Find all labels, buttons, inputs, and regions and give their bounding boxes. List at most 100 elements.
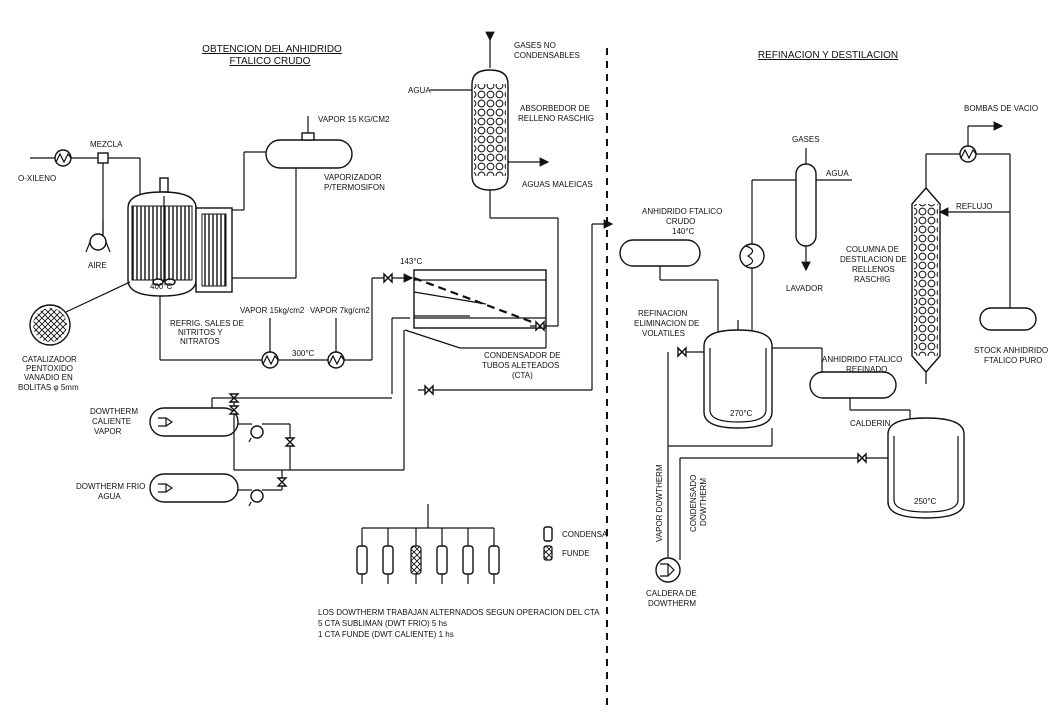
label-bombas-vacio: BOMBAS DE VACIO [964, 104, 1038, 113]
crude-tank [619, 239, 719, 334]
legend-condensa-swatch [543, 526, 553, 542]
note-line-1: LOS DOWTHERM TRABAJAN ALTERNADOS SEGUN O… [318, 608, 600, 617]
label-vaporizador-1: VAPORIZADOR [324, 173, 382, 182]
label-crudo-3: 140°C [672, 227, 695, 236]
pump-cold-icon [248, 489, 264, 507]
right-title: REFINACION Y DESTILACION [758, 50, 898, 61]
valve-dowtherm-1-icon [228, 393, 240, 403]
cta-bank [356, 504, 500, 584]
valve-calderin-icon [857, 452, 867, 464]
label-gases: GASES [792, 135, 820, 144]
label-refinado-1: ANHIDRIDO FTALICO [822, 355, 902, 364]
label-agua-top: AGUA [408, 86, 431, 95]
label-refinacion-1: REFINACION [638, 309, 688, 318]
label-catalizador-3: VANADIO EN [24, 373, 73, 382]
valve-refining-icon [677, 346, 687, 358]
label-dowtherm-cal-1: DOWTHERM [90, 407, 138, 416]
label-condensado-1: CONDENSADO [689, 475, 698, 532]
catalyst-detail [29, 281, 131, 346]
dowtherm-cold-tank [149, 473, 239, 503]
label-columna-2: DESTILACION DE [840, 255, 907, 264]
label-stock-2: FTALICO PURO [984, 356, 1043, 365]
label-dowtherm-cal-2: CALIENTE [92, 417, 131, 426]
label-aire: AIRE [88, 261, 107, 270]
label-columna-1: COLUMNA DE [846, 245, 899, 254]
label-catalizador-1: CATALIZADOR [22, 355, 77, 364]
valve-dowtherm-3-icon [284, 437, 296, 447]
label-refrig-2: NITRITOS Y [178, 328, 223, 337]
label-crudo-1: ANHIDRIDO FTALICO [642, 207, 722, 216]
calderin-vessel [887, 417, 965, 519]
label-gases-no-2: CONDENSABLES [514, 51, 580, 60]
legend-condensa-label: CONDENSA [562, 530, 608, 539]
dowtherm-boiler-icon [655, 557, 681, 583]
label-mezcla: MEZCLA [90, 140, 123, 149]
label-catalizador-4: BOLITAS φ 5mm [18, 383, 79, 392]
label-refrig-1: REFRIG. SALES DE [170, 319, 244, 328]
reactor-outlet-line [159, 273, 414, 361]
label-refinacion-2: ELIMINACION DE [634, 319, 699, 328]
absorber-column [430, 31, 550, 191]
cta-outlet-line [391, 190, 614, 394]
label-stock-1: STOCK ANHIDRIDO [974, 346, 1048, 355]
valve-cta-outlet-icon [535, 320, 545, 332]
exchanger-2-icon [327, 351, 345, 369]
valve-cta-bottom-icon [424, 384, 434, 396]
oxileno-feed [30, 157, 141, 240]
label-crudo-2: CRUDO [666, 217, 695, 226]
label-condensador-3: (CTA) [512, 371, 533, 380]
label-absorbedor-2: RELLENO RASCHIG [518, 114, 594, 123]
label-condensador-1: CONDENSADOR DE [484, 351, 560, 360]
label-vapor-7kg: VAPOR 7kg/cm2 [310, 306, 370, 315]
vacuum-exchanger-icon [959, 145, 977, 163]
label-reflujo: REFLUJO [956, 202, 992, 211]
left-title-1: OBTENCION DEL ANHIDRIDO [202, 44, 342, 55]
label-agua-right: AGUA [826, 169, 849, 178]
label-oxileno: O-XILENO [18, 174, 56, 183]
exchanger-1-icon [261, 351, 279, 369]
pump-hot-icon [248, 425, 264, 443]
cta-condenser [413, 269, 547, 329]
legend-funde-swatch [543, 545, 553, 561]
label-condensado-2: DOWTHERM [699, 478, 708, 526]
label-catalizador-2: PENTOXIDO [26, 364, 73, 373]
label-caldera-1: CALDERA DE [646, 589, 697, 598]
label-temp-270: 270°C [730, 409, 753, 418]
label-aguas-maleicas: AGUAS MALEICAS [522, 180, 593, 189]
reactor [127, 177, 233, 297]
label-dowtherm-cal-3: VAPOR [94, 427, 122, 436]
label-vapor-15kg: VAPOR 15kg/cm2 [240, 306, 305, 315]
dowtherm-piping [211, 330, 405, 491]
note-line-3: 1 CTA FUNDE (DWT CALIENTE) 1 hs [318, 630, 454, 639]
valve-dowtherm-4-icon [276, 477, 288, 487]
label-temp-250: 250°C [914, 497, 937, 506]
label-reactor-temp: 400°C [150, 282, 173, 291]
note-line-2: 5 CTA SUBLIMAN (DWT FRIO) 5 hs [318, 619, 447, 628]
label-vapor-dowtherm: VAPOR DOWTHERM [655, 464, 664, 542]
label-lavador: LAVADOR [786, 284, 823, 293]
label-refrig-3: NITRATOS [180, 337, 220, 346]
label-refinacion-3: VOLATILES [642, 329, 685, 338]
distillation-column [911, 121, 1011, 384]
dowtherm-hot-tank [149, 407, 239, 437]
label-refinado-2: REFINADO [846, 365, 887, 374]
label-caldera-2: DOWTHERM [648, 599, 696, 608]
label-gases-no-1: GASES NO [514, 41, 556, 50]
label-dowtherm-frio-2: AGUA [98, 492, 121, 501]
label-columna-3: RELLENOS [852, 265, 895, 274]
label-temp-300: 300°C [292, 349, 315, 358]
refining-exchanger-icon [739, 243, 765, 269]
lavador-column [792, 148, 852, 272]
label-absorbedor-1: ABSORBEDOR DE [520, 104, 590, 113]
label-columna-4: RASCHIG [854, 275, 890, 284]
label-calderin: CALDERIN [850, 419, 891, 428]
stock-tank [979, 307, 1037, 331]
refining-vessel [703, 320, 773, 429]
label-vapor-15: VAPOR 15 KG/CM2 [318, 115, 390, 124]
label-temp-143: 143°C [400, 257, 423, 266]
oxileno-heater-icon [54, 149, 72, 167]
valve-cta-inlet-icon [383, 272, 393, 284]
refining-vapor-line [751, 179, 792, 330]
